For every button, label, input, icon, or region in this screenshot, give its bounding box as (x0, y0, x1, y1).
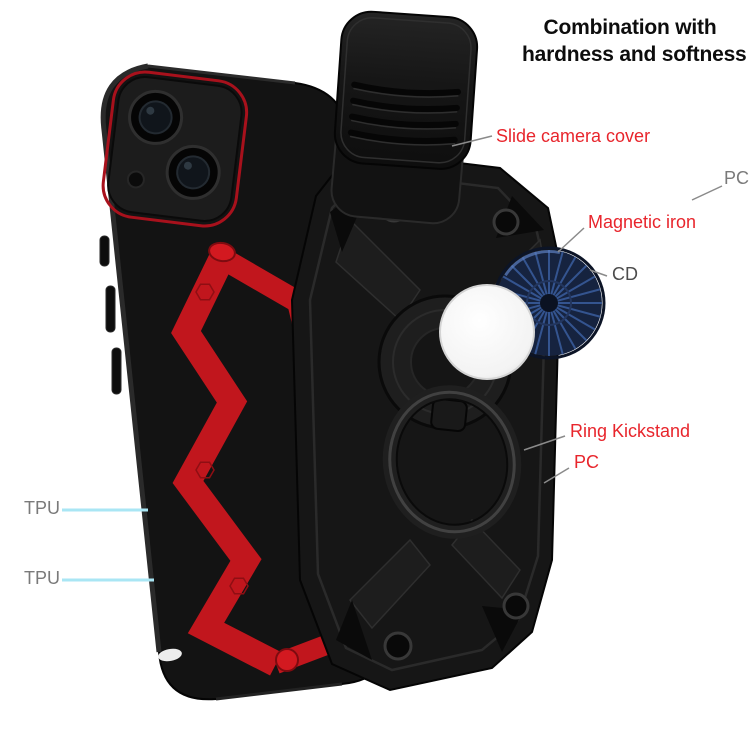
leader-ring-kickstand (523, 435, 566, 451)
leader-pc-top (691, 185, 723, 201)
title-line-1: Combination with (543, 16, 717, 39)
lanyard-hole (158, 648, 182, 662)
lens-bottom-icon (165, 144, 221, 200)
flash-icon (126, 170, 145, 189)
slide-camera-cover (333, 10, 479, 170)
callout-magnetic-iron: Magnetic iron (588, 212, 697, 232)
leader-slide-cover (451, 135, 493, 147)
leader-lines (62, 135, 723, 582)
callout-ring-kickstand: Ring Kickstand (570, 421, 691, 441)
title-line-2: hardness and softness (522, 43, 747, 67)
side-buttons (99, 235, 122, 395)
hex-texture (195, 283, 249, 595)
callout-pc-top: PC (724, 168, 750, 188)
camera-module (101, 70, 249, 228)
cover-grooves (347, 81, 462, 146)
callout-tpu-upper: TPU (24, 498, 60, 518)
callout-pc-bottom: PC (574, 452, 600, 472)
red-button-top (208, 241, 236, 263)
metal-ring (382, 385, 522, 539)
ring-hinge (430, 397, 468, 433)
red-button-bottom (275, 648, 299, 672)
leader-cd (589, 269, 608, 277)
callout-tpu-lower: TPU (24, 568, 60, 588)
magnetic-iron-disc (439, 284, 535, 380)
callout-cd: CD (612, 264, 638, 284)
lens-top-icon (128, 89, 184, 145)
page-title: Combination with hardness and softness (522, 14, 747, 69)
leader-magnetic-iron (557, 227, 585, 253)
callout-slide-camera-cover: Slide camera cover (496, 126, 651, 146)
leader-pc-bottom (543, 467, 570, 484)
